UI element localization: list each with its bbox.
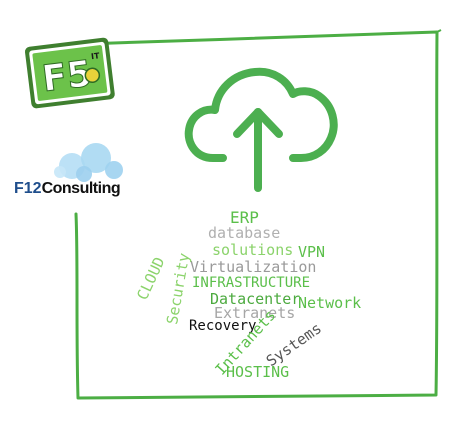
word-infrastructure: INFRASTRUCTURE bbox=[192, 275, 311, 291]
svg-text:IT: IT bbox=[91, 51, 101, 61]
cloud-upload-icon bbox=[184, 67, 338, 192]
word-vpn: VPN bbox=[298, 243, 326, 261]
bubbles-icon bbox=[54, 143, 123, 182]
f12-consulting-logo: F12Consulting bbox=[12, 140, 130, 200]
word-datacenter: Datacenter bbox=[210, 290, 301, 308]
word-recovery: Recovery bbox=[189, 318, 257, 334]
word-erp: ERP bbox=[230, 208, 259, 227]
f5-it-logo: F5 IT bbox=[20, 36, 120, 112]
word-solutions: solutions bbox=[212, 241, 294, 259]
word-extranets: Extranets bbox=[214, 304, 296, 322]
f12-logo-name: Consulting bbox=[41, 180, 121, 197]
word-network: Network bbox=[298, 294, 362, 312]
word-virtualization: Virtualization bbox=[190, 258, 317, 276]
word-hosting: HOSTING bbox=[226, 363, 290, 381]
f12-logo-prefix: F12 bbox=[14, 180, 42, 197]
word-database: database bbox=[208, 224, 281, 242]
f5-logo-icon: F5 IT bbox=[24, 37, 115, 109]
